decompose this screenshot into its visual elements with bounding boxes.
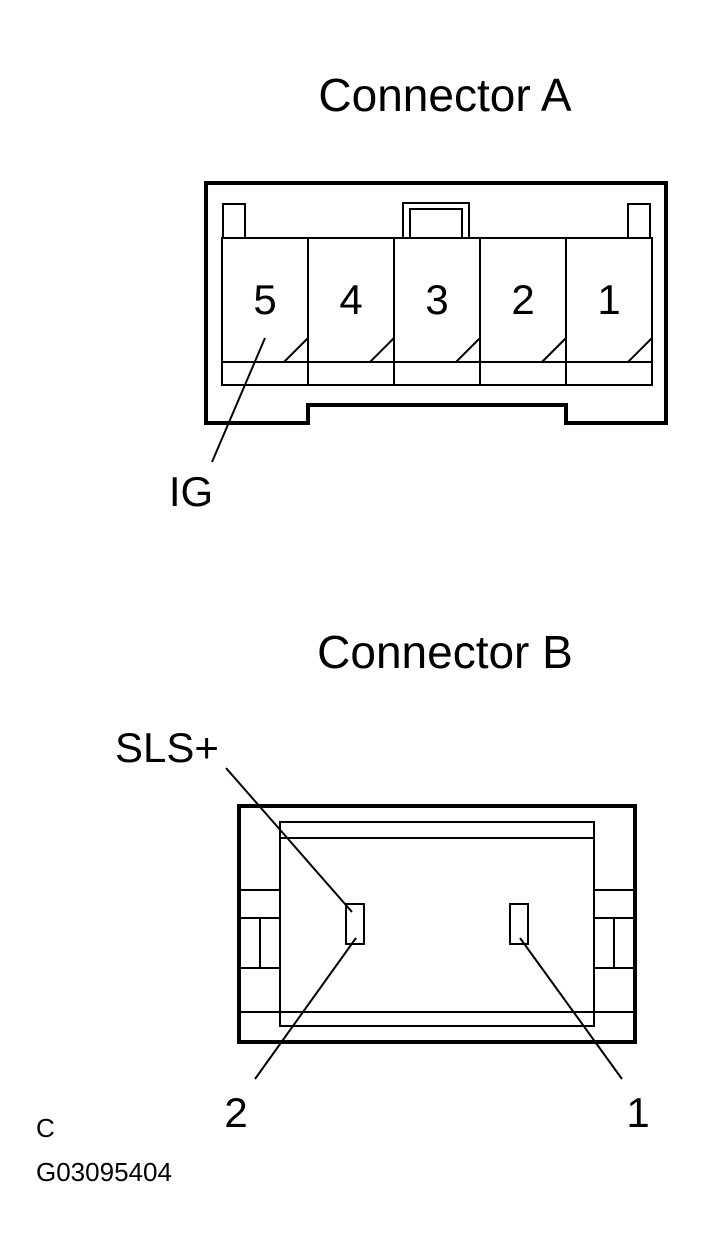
connector-a-pin-3: 3 <box>425 276 448 323</box>
pin-2-leader-line <box>254 937 357 1080</box>
sls-plus-leader-line <box>225 767 353 913</box>
connector-b-pin-2-label: 2 <box>224 1089 247 1136</box>
connector-b-pin-1-label: 1 <box>626 1089 649 1136</box>
connector-a-body <box>204 181 668 425</box>
sls-plus-label: SLS+ <box>115 724 219 771</box>
connector-b-body <box>237 804 637 1044</box>
connector-a-pin-4: 4 <box>339 276 362 323</box>
footer-letter: C <box>36 1113 55 1143</box>
connector-b-title: Connector B <box>317 626 573 678</box>
connector-a-title: Connector A <box>318 69 571 121</box>
connector-b-terminal-1 <box>509 903 529 945</box>
ig-label: IG <box>169 468 213 515</box>
pin-1-leader-line <box>519 937 623 1080</box>
ig-leader-line <box>211 337 266 463</box>
connector-b-terminal-2 <box>345 903 365 945</box>
connector-a-pin-2: 2 <box>511 276 534 323</box>
connector-a-pin-5: 5 <box>253 276 276 323</box>
connector-a-pin-1: 1 <box>597 276 620 323</box>
figure-code: G03095404 <box>36 1157 172 1187</box>
